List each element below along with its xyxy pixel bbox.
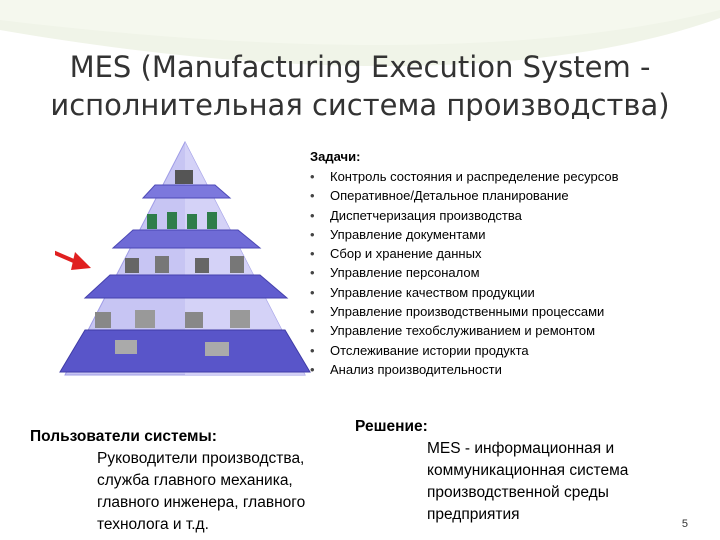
list-item: •Управление техобслуживанием и ремонтом	[310, 321, 710, 340]
page-number: 5	[681, 518, 688, 530]
pyramid-level-1	[141, 170, 232, 199]
users-heading: Пользователи системы:	[30, 428, 217, 445]
tasks-heading: Задачи:	[310, 149, 361, 164]
list-item: •Управление качеством продукции	[310, 283, 710, 302]
list-item: •Управление производственными процессами	[310, 302, 710, 321]
tasks-block: Задачи: •Контроль состояния и распределе…	[310, 148, 710, 379]
solution-line: MES - информационная и	[427, 440, 615, 457]
slide-title: MES (Manufacturing Execution System - ис…	[40, 48, 680, 124]
bullet-icon: •	[310, 265, 315, 281]
bullet-icon: •	[310, 361, 315, 377]
title-line-2: исполнительная система производства)	[50, 88, 670, 122]
bullet-icon: •	[310, 226, 315, 242]
solution-block: Решение: MES - информационная и коммуник…	[355, 416, 695, 526]
bullet-icon: •	[310, 169, 315, 184]
bullet-icon: •	[310, 323, 315, 339]
bullet-icon: •	[310, 342, 315, 358]
solution-line: коммуникационная система	[427, 462, 629, 479]
pyramid-level-4	[59, 310, 311, 373]
list-item: •Диспетчеризация производства	[310, 206, 710, 225]
bullet-icon: •	[310, 304, 315, 320]
red-arrow-icon	[55, 250, 91, 270]
users-block: Пользователи системы: Руководители произ…	[30, 426, 360, 536]
list-item: •Сбор и хранение данных	[310, 244, 710, 263]
tasks-list: •Контроль состояния и распределение ресу…	[310, 167, 710, 379]
list-item: •Управление документами	[310, 225, 710, 244]
list-item: •Отслеживание истории продукта	[310, 341, 710, 360]
users-line: главного инженера, главного	[97, 494, 306, 511]
title-line-1: MES (Manufacturing Execution System -	[69, 50, 651, 84]
list-item: •Управление персоналом	[310, 263, 710, 282]
users-line: технолога и т.д.	[97, 516, 209, 533]
solution-line: предприятия	[427, 506, 520, 523]
solution-heading: Решение:	[355, 418, 428, 435]
pyramid-level-3	[83, 256, 289, 299]
mes-pyramid-illustration	[55, 140, 311, 376]
bullet-icon: •	[310, 246, 315, 262]
list-item: •Контроль состояния и распределение ресу…	[310, 167, 710, 186]
list-item: •Оперативное/Детальное планирование	[310, 186, 710, 205]
users-line: служба главного механика,	[97, 472, 293, 489]
bullet-icon: •	[310, 284, 315, 300]
bullet-icon: •	[310, 188, 315, 204]
pyramid-level-2	[111, 212, 262, 249]
users-line: Руководители производства,	[97, 450, 305, 467]
bullet-icon: •	[310, 207, 315, 223]
list-item: •Анализ производительности	[310, 360, 710, 379]
solution-line: производственной среды	[427, 484, 609, 501]
